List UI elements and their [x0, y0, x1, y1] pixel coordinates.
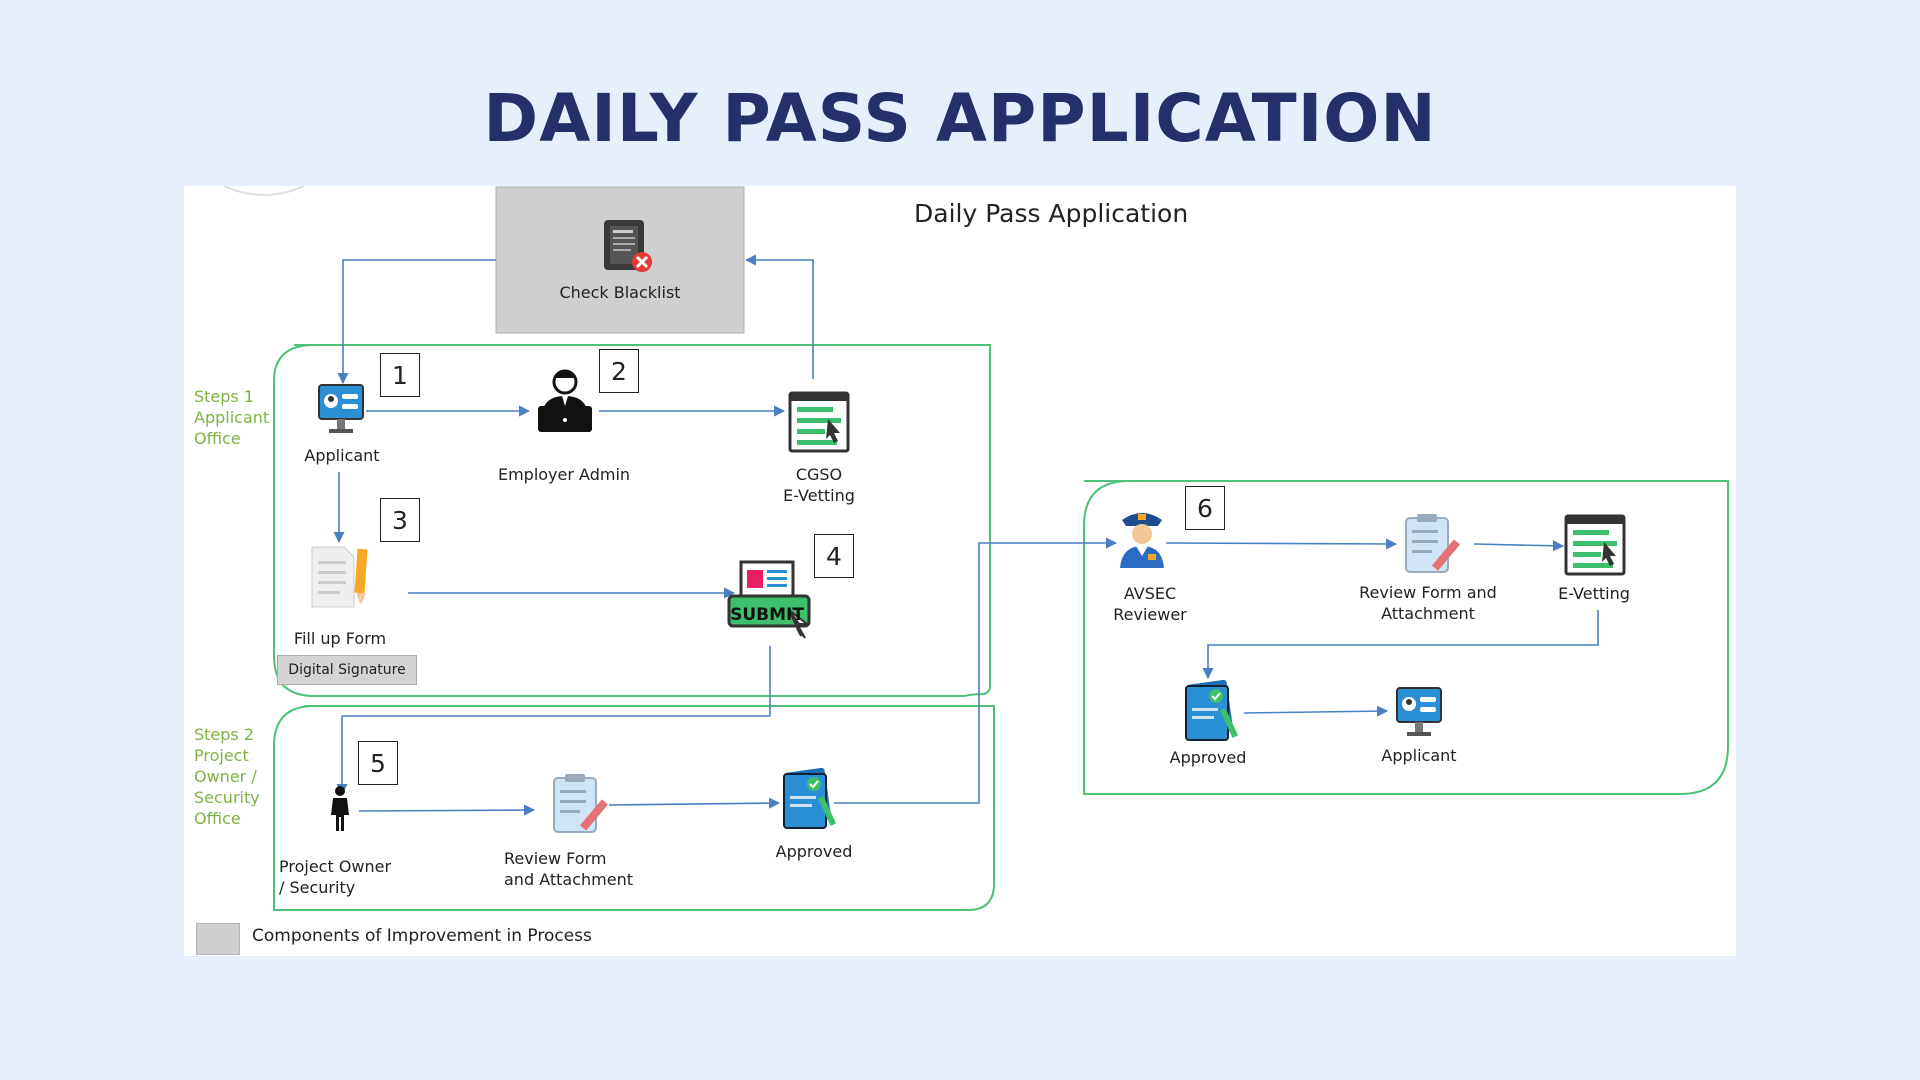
submit-label: SUBMIT [730, 605, 804, 625]
connector-avsec-to-review [1165, 538, 1398, 550]
connector-review-to-evetting [1473, 540, 1565, 552]
page-title: DAILY PASS APPLICATION [483, 80, 1437, 157]
step-number-4: 4 [814, 534, 854, 578]
project-owner-person-icon [331, 786, 349, 831]
connector-owner-to-review [358, 804, 536, 816]
avsec-container [1083, 480, 1729, 795]
review-form-clipboard-icon [553, 774, 608, 833]
lane2-container [273, 705, 995, 911]
avsec-review-form-label: Review Form and Attachment [1359, 583, 1497, 623]
avsec-approved-document-icon [1185, 680, 1239, 741]
submit-document-icon [727, 560, 811, 639]
employer-admin-label: Employer Admin [497, 465, 631, 484]
flow-connectors [333, 254, 1599, 816]
step-number-6: 6 [1185, 486, 1225, 530]
approved-label: Approved [775, 842, 853, 861]
fill-form-pencil-icon [311, 546, 368, 608]
connector-review-to-approved [608, 797, 781, 809]
final-applicant-label: Applicant [1381, 746, 1457, 765]
legend-label: Components of Improvement in Process [252, 926, 592, 946]
applicant-computer-icon [318, 384, 364, 433]
avsec-reviewer-label: AVSEC Reviewer [1113, 584, 1187, 624]
evetting-screen-icon [1564, 514, 1626, 576]
digital-signature-box: Digital Signature [277, 655, 417, 685]
lane1-label: Steps 1 Applicant Office [194, 387, 270, 448]
step-number-2: 2 [599, 349, 639, 393]
step-number-1: 1 [380, 353, 420, 397]
check-blacklist-label: Check Blacklist [559, 283, 681, 302]
connector-evetting-to-approved [1202, 610, 1599, 680]
fill-up-form-label: Fill up Form [293, 629, 387, 648]
connector-approved-to-avsec [834, 537, 1118, 804]
project-owner-label: Project Owner / Security [279, 857, 392, 897]
blacklist-document-icon [604, 220, 652, 272]
connector-vetting-to-blacklist [744, 254, 814, 379]
diagram-title: Daily Pass Application [914, 199, 1189, 228]
connector-submit-to-owner [336, 646, 771, 796]
cgso-evetting-label: CGSO E-Vetting [783, 465, 855, 505]
applicant-label: Applicant [304, 446, 380, 465]
step-number-5: 5 [358, 741, 398, 785]
final-applicant-computer-icon [1396, 687, 1442, 736]
avsec-review-form-clipboard-icon [1405, 514, 1460, 573]
review-form-label: Review Form and Attachment [504, 849, 633, 889]
legend-swatch [196, 923, 240, 955]
evetting-label: E-Vetting [1558, 584, 1630, 603]
avsec-approved-label: Approved [1169, 748, 1247, 767]
lane1-container [273, 344, 991, 697]
lane2-label: Steps 2 Project Owner / Security Office [194, 725, 260, 828]
diagram-canvas [223, 186, 1729, 911]
daily-pass-diagram: SUBMIT [184, 186, 1736, 956]
connector-approved-to-applicant [1243, 705, 1389, 717]
cgso-evetting-screen-icon [788, 391, 850, 453]
avsec-officer-icon [1120, 513, 1164, 568]
employer-admin-laptop-icon [538, 369, 592, 432]
approved-document-icon [783, 768, 837, 829]
decorative-arc [223, 186, 305, 196]
connector-blacklist-to-applicant [337, 259, 496, 385]
step-number-3: 3 [380, 498, 420, 542]
